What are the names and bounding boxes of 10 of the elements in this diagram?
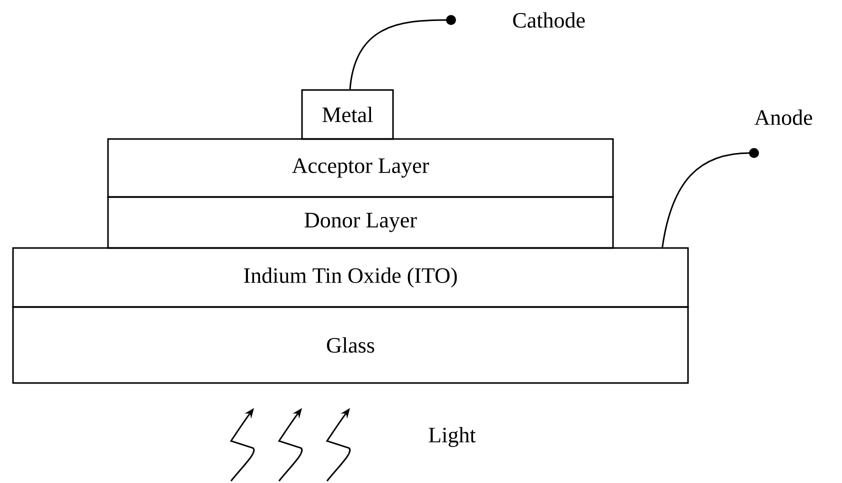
terminal-label: Anode <box>754 110 812 126</box>
layer-box: Acceptor Layer <box>107 138 614 198</box>
layer-box: Metal <box>301 89 394 140</box>
layer-box: Donor Layer <box>107 196 614 249</box>
layer-box: Glass <box>12 306 689 384</box>
layer-box: Indium Tin Oxide (ITO) <box>12 247 689 308</box>
lead-wire <box>662 148 759 248</box>
terminal-label: Cathode <box>513 12 585 28</box>
light-label: Light <box>428 427 476 448</box>
lead-wire <box>349 15 456 90</box>
